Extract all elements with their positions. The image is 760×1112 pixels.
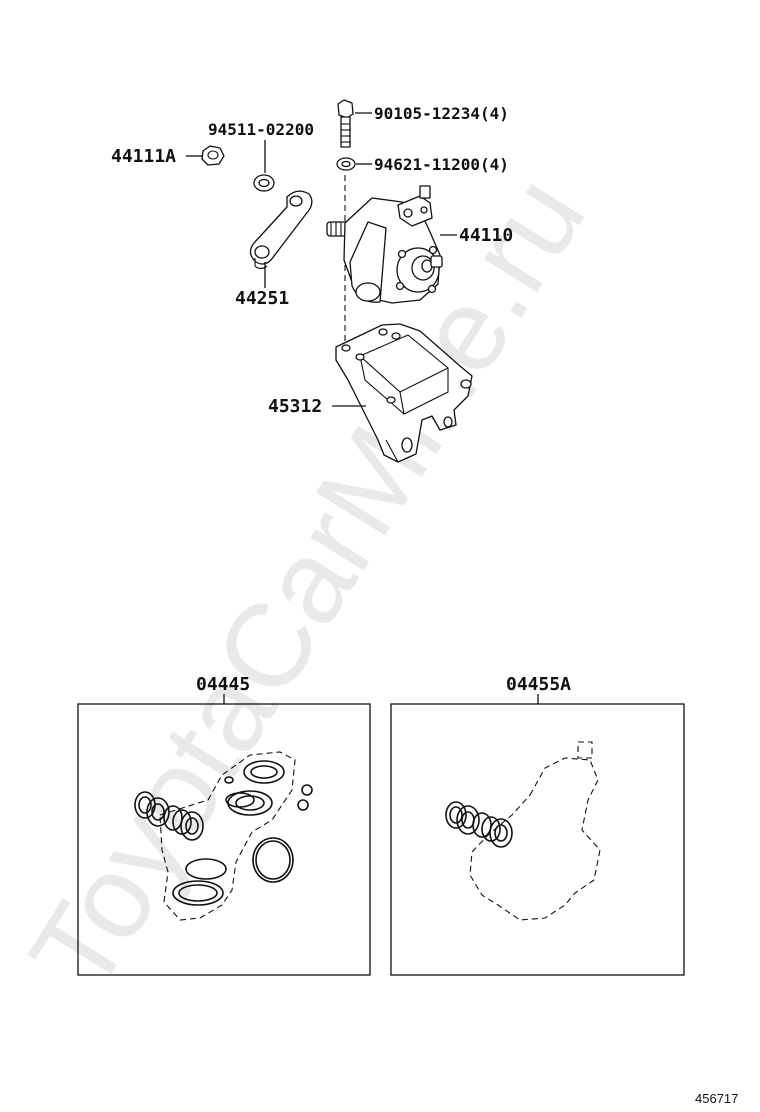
washer-part[interactable] [336,157,356,171]
small-washer-part[interactable] [253,174,275,192]
bracket-part[interactable] [335,323,473,463]
kit-right-frame [390,703,685,976]
kit-left-contents[interactable] [134,751,313,921]
kit-right-contents[interactable] [445,741,601,921]
nut-part[interactable] [201,145,225,166]
bolt-label: 90105-12234(4) [374,104,509,123]
bracket-label: 45312 [268,396,322,417]
kit-left-frame [77,703,371,976]
pitman-arm-part[interactable] [249,190,313,270]
nut-label: 44111A [111,146,176,167]
bolt-part[interactable] [337,99,354,148]
watermark: ToyotaCarMine.ru [5,154,610,1014]
kit-left-label: 04445 [196,674,250,695]
washer-label: 94621-11200(4) [374,155,509,174]
gear-housing-label: 44110 [459,225,513,246]
pitman-arm-label: 44251 [235,288,289,309]
gear-housing-part[interactable] [326,185,443,304]
small-washer-label: 94511-02200 [208,120,314,139]
kit-right-label: 04455A [506,674,571,695]
diagram-number: 456717 [695,1091,738,1106]
